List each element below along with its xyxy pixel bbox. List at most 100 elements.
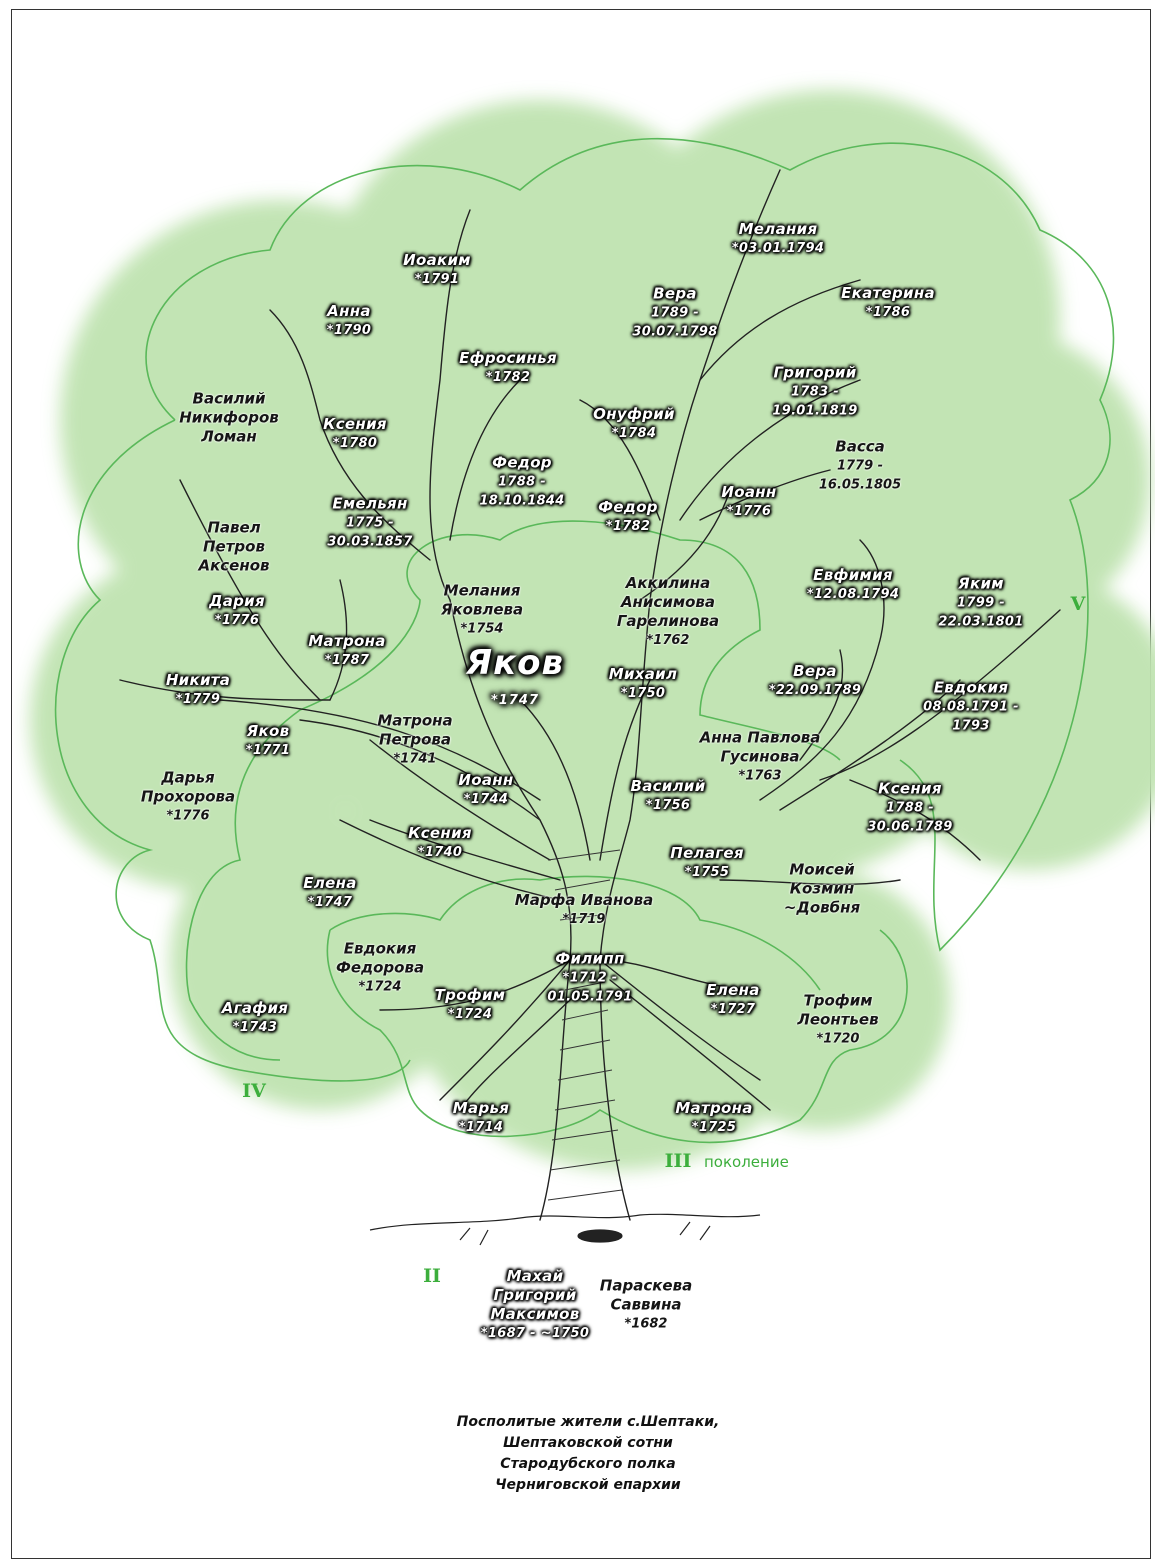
caption-line: Черниговской епархии bbox=[495, 1477, 681, 1493]
gen-iii-inner bbox=[329, 875, 821, 991]
person-name-line: Иоанн bbox=[458, 771, 514, 789]
person-name-line: Марья bbox=[452, 1099, 510, 1117]
person-date: *1714 bbox=[458, 1120, 504, 1135]
person-name-line: Гусинова bbox=[720, 747, 800, 766]
person-date: *1779 bbox=[175, 692, 221, 707]
person-date: *1754 bbox=[460, 621, 504, 637]
person-name-line: Марфа Иванова bbox=[514, 891, 654, 909]
person-date: *1756 bbox=[645, 798, 691, 813]
person-melania-1794: Мелания*03.01.1794 bbox=[732, 220, 824, 258]
generation-iii-label: III bbox=[664, 1150, 692, 1172]
caption-line: Шептаковской сотни bbox=[503, 1435, 673, 1451]
person-date: *03.01.1794 bbox=[731, 241, 825, 256]
person-date: 1775 -30.03.1857 bbox=[327, 515, 413, 550]
person-name-line: Мелания bbox=[443, 581, 521, 600]
person-filipp: Филипп*1712 -01.05.1791 bbox=[547, 950, 632, 1007]
person-name-line: Петрова bbox=[378, 730, 452, 749]
person-date: *1782 bbox=[605, 519, 651, 534]
person-date: 1799 -22.03.1801 bbox=[938, 595, 1024, 630]
generation-iv-label: IV bbox=[242, 1080, 266, 1102]
person-date: *1784 bbox=[611, 426, 657, 441]
person-name-line: Никифоров bbox=[179, 408, 279, 427]
person-date: *1740 bbox=[417, 845, 463, 860]
person-name-line: Махай bbox=[506, 1267, 564, 1285]
person-name-line: Яким bbox=[958, 574, 1004, 593]
person-name-line: Саввина bbox=[610, 1295, 682, 1314]
person-vasiliy-1756: Василий*1756 bbox=[630, 777, 705, 815]
person-date: *1727 bbox=[710, 1002, 756, 1017]
person-fedor-1788: Федор 1788 -18.10.1844 bbox=[479, 454, 564, 511]
person-vera-22: Вера*22.09.1789 bbox=[769, 662, 861, 700]
person-name-line: Вера bbox=[793, 662, 837, 680]
person-name-line: Аккилина bbox=[625, 574, 711, 592]
person-name-line: Евфимия bbox=[813, 566, 893, 584]
person-name-line: Трофим bbox=[434, 986, 506, 1004]
generation-ii-label: II bbox=[423, 1265, 441, 1287]
person-name-line: Никита bbox=[165, 671, 231, 689]
person-matrona-1787: Матрона*1787 bbox=[308, 632, 385, 670]
person-date: *1750 bbox=[620, 686, 666, 701]
person-name-line: Онуфрий bbox=[593, 405, 675, 423]
person-date: *1687 - ~1750 bbox=[480, 1326, 590, 1341]
person-date: *1780 bbox=[332, 436, 378, 451]
gen-ii-outline bbox=[326, 929, 908, 1144]
person-name-line: Екатерина bbox=[841, 284, 935, 302]
person-matrona-1725: Матрона*1725 bbox=[675, 1099, 752, 1137]
person-date: *12.08.1794 bbox=[806, 587, 900, 602]
person-name-line: Евдокия bbox=[343, 939, 417, 958]
person-name-line: Васса bbox=[835, 437, 885, 456]
person-name-line: Моисей bbox=[789, 860, 855, 879]
person-name-line: Анна bbox=[327, 302, 371, 320]
person-date: 1779 -16.05.1805 bbox=[818, 458, 902, 493]
person-agafia: Агафия*1743 bbox=[222, 999, 288, 1037]
person-date: 1788 -18.10.1844 bbox=[479, 474, 565, 509]
person-efrosinia: Ефросинья*1782 bbox=[459, 349, 557, 387]
person-name-line: Яков bbox=[246, 722, 290, 740]
person-date: *1747 bbox=[491, 693, 539, 708]
person-name-line: Дарья bbox=[161, 768, 215, 787]
person-nikita: Никита *1779 bbox=[166, 671, 230, 709]
person-grigoriy: Григорий 1783 -19.01.1819 bbox=[772, 364, 857, 421]
generation-outlines bbox=[54, 137, 1115, 1144]
person-date: *1720 bbox=[816, 1031, 860, 1047]
gen-iii-outline bbox=[185, 709, 301, 1061]
person-name-line: Агафия bbox=[221, 999, 289, 1017]
person-elena-1747: Елена*1747 bbox=[303, 874, 356, 912]
person-date: *1682 bbox=[624, 1316, 668, 1332]
person-name-line: Федорова bbox=[335, 958, 425, 977]
person-date: 1789 -30.07.1798 bbox=[632, 305, 718, 340]
person-date: *1755 bbox=[684, 865, 730, 880]
ground bbox=[369, 1213, 761, 1246]
person-iakov: Яков*1747 bbox=[466, 644, 564, 720]
person-mikhail: Михаил *1750 bbox=[609, 665, 678, 703]
person-name-line: Федор bbox=[598, 498, 658, 516]
person-name-line: Федор bbox=[492, 453, 552, 472]
person-date: *1787 bbox=[324, 653, 370, 668]
person-name-line: Прохорова bbox=[140, 787, 236, 806]
person-name-line: Матрона bbox=[675, 1099, 753, 1117]
person-iakov-1771: Яков*1771 bbox=[246, 722, 290, 760]
person-pelageia: Пелагея*1755 bbox=[670, 844, 744, 882]
person-name-line: Матрона bbox=[377, 711, 453, 730]
person-name-line: Григорий bbox=[773, 363, 857, 382]
person-name-line: Михаил bbox=[608, 665, 678, 683]
person-marfa: Марфа Иванова *1719 bbox=[515, 891, 653, 929]
person-name-line: ~Довбня bbox=[783, 898, 861, 917]
person-anna-1790: Анна*1790 bbox=[327, 302, 371, 340]
person-date: *1762 bbox=[646, 633, 690, 648]
person-name-line: Елена bbox=[303, 874, 357, 892]
person-date: *1791 bbox=[414, 272, 460, 287]
person-date: 1783 -19.01.1819 bbox=[772, 384, 858, 419]
person-date: *1719 bbox=[562, 912, 606, 927]
